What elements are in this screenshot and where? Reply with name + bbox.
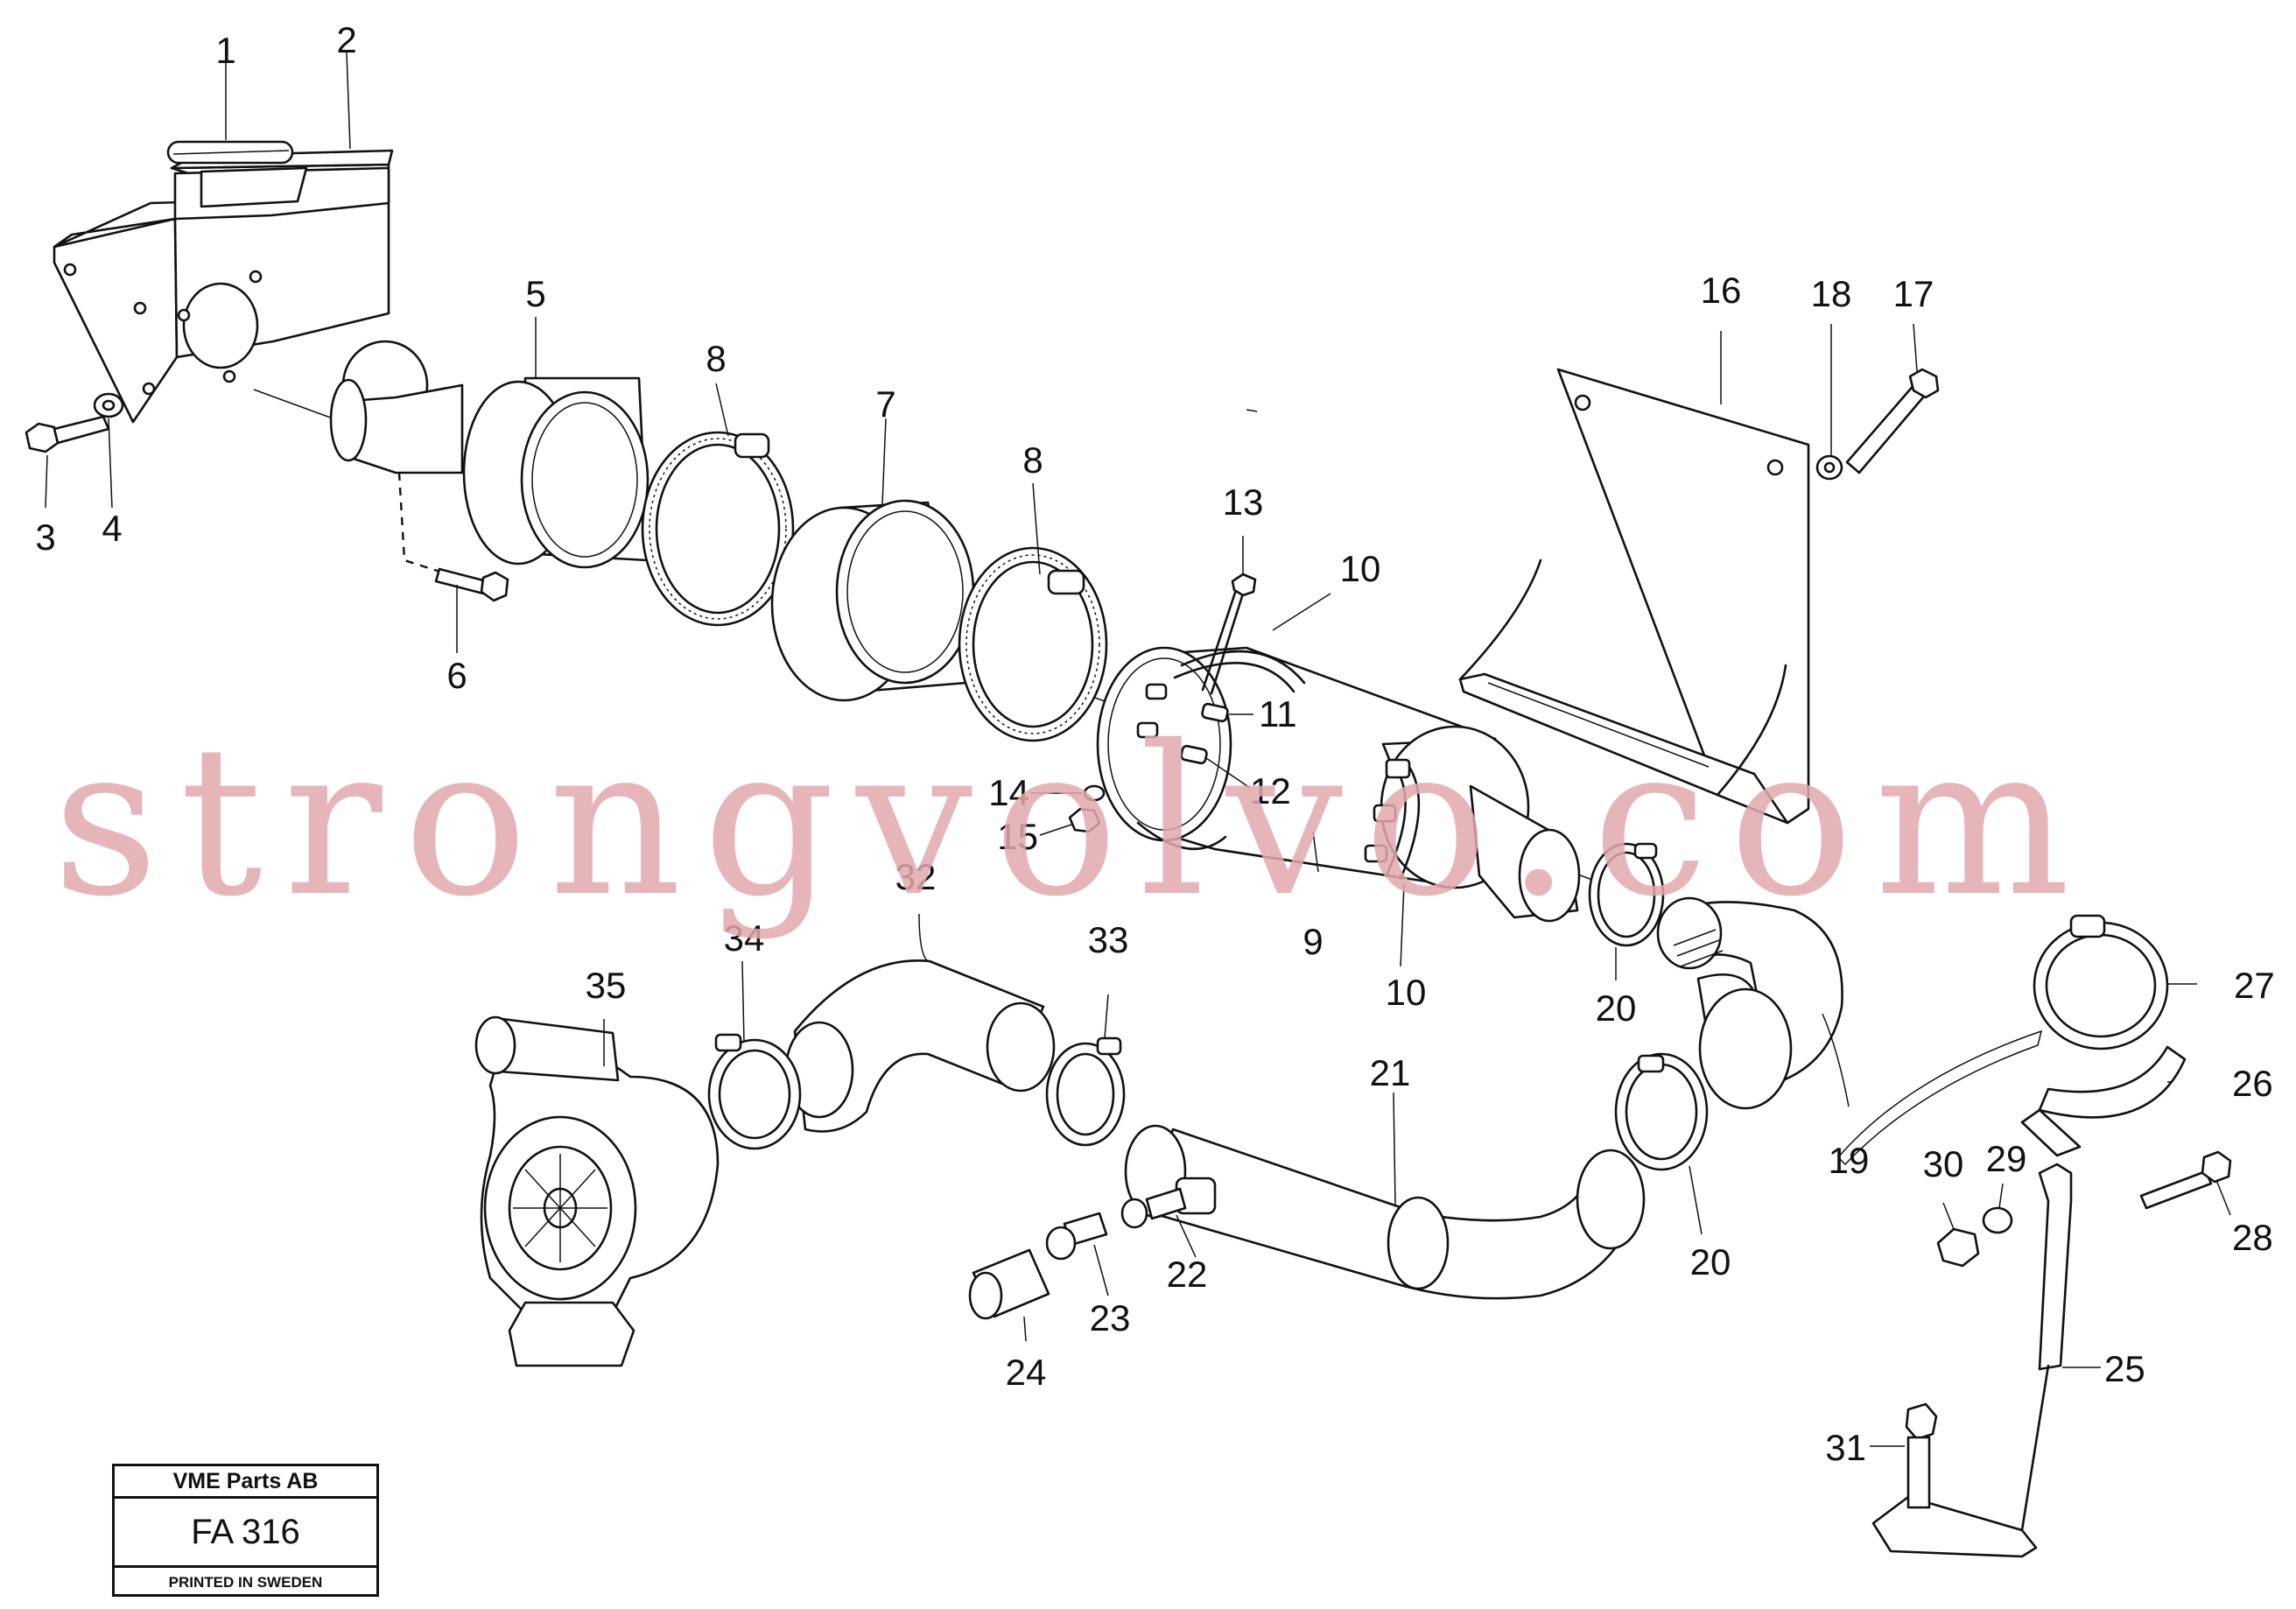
- rubber-elbow-32: [784, 959, 1056, 1133]
- bolt-31: [1905, 1402, 1938, 1509]
- callout-33: 33: [1088, 919, 1129, 960]
- hose-clamp-34: [707, 1033, 802, 1150]
- turbocharger-35: [474, 1015, 720, 1367]
- callout-28: 28: [2232, 1217, 2273, 1258]
- cap-24: [968, 1248, 1050, 1320]
- intake-pipe-5: [329, 340, 649, 569]
- strap-26: [2020, 1045, 2187, 1157]
- pin-12: [1180, 744, 1208, 765]
- callout-2: 2: [336, 19, 356, 60]
- bolt-3: [25, 415, 110, 453]
- housing-box: [53, 149, 394, 424]
- fitting-22: [1120, 1187, 1187, 1229]
- callout-26: 26: [2232, 1063, 2273, 1104]
- stamp-code: FA 316: [115, 1499, 376, 1568]
- washer-18: [1815, 454, 1843, 481]
- clamp-band-10-upper: [1136, 650, 1306, 850]
- callout-29: 29: [1986, 1138, 2027, 1179]
- washer-14: [1083, 784, 1106, 802]
- hose-clamp-8-upper: [641, 431, 795, 627]
- callout-7: 7: [875, 383, 895, 425]
- callout-23: 23: [1090, 1297, 1131, 1338]
- callout-13: 13: [1223, 481, 1264, 523]
- leader-lines: [45, 52, 2231, 1447]
- callout-32: 32: [895, 856, 937, 897]
- callout-21: 21: [1370, 1052, 1411, 1093]
- washer-29: [1982, 1206, 2013, 1234]
- callout-35: 35: [586, 965, 627, 1006]
- callout-22: 22: [1167, 1254, 1208, 1295]
- callout-14: 14: [988, 772, 1029, 813]
- callout-15: 15: [997, 816, 1038, 857]
- callout-5: 5: [525, 273, 545, 314]
- hose-clamp-20-lower: [1614, 1052, 1709, 1171]
- callout-18: 18: [1811, 273, 1852, 314]
- callout-8-upper: 8: [706, 338, 726, 379]
- callout-9: 9: [1302, 921, 1323, 962]
- hose-clamp-33: [1045, 1036, 1126, 1147]
- stamp-printed: PRINTED IN SWEDEN: [168, 1574, 323, 1591]
- stamp-company: VME Parts AB: [115, 1466, 376, 1499]
- callout-30: 30: [1923, 1143, 1964, 1184]
- edge-strip: [166, 140, 294, 165]
- callout-10-lower: 10: [1386, 972, 1427, 1013]
- callout-17: 17: [1893, 273, 1934, 314]
- hose-clamp-8-lower: [958, 546, 1108, 742]
- callout-12: 12: [1250, 770, 1291, 812]
- callout-6: 6: [446, 655, 467, 696]
- hose-clamp-20-upper: [1588, 842, 1665, 947]
- callout-20-upper: 20: [1596, 987, 1637, 1029]
- callout-27: 27: [2234, 965, 2275, 1006]
- watermark-text: strongvolvo.com: [53, 701, 2091, 942]
- clamp-band-10-lower: [1364, 758, 1421, 881]
- washer-4: [93, 392, 124, 418]
- fitting-23: [1045, 1212, 1108, 1261]
- callout-1: 1: [215, 30, 235, 71]
- bolt-6: [434, 567, 509, 602]
- callout-31: 31: [1825, 1427, 1866, 1468]
- support-bracket-25: [1871, 1163, 2073, 1558]
- hose-clamp-27: [2033, 914, 2169, 1050]
- callout-4: 4: [102, 508, 122, 549]
- elbow-hose-19: [1656, 896, 1843, 1110]
- callout-25: 25: [2104, 1348, 2145, 1389]
- mounting-bracket-16: [1458, 368, 1810, 825]
- callout-3: 3: [35, 516, 55, 558]
- pin-11: [1201, 702, 1229, 723]
- callout-8-lower: 8: [1022, 439, 1043, 481]
- callout-11: 11: [1259, 693, 1297, 734]
- callout-16: 16: [1701, 270, 1742, 311]
- callout-24: 24: [1006, 1352, 1047, 1393]
- rubber-sleeve-7: [770, 499, 975, 702]
- nut-15: [1068, 807, 1101, 833]
- bolt-28: [2139, 1150, 2232, 1210]
- callout-19: 19: [1829, 1140, 1870, 1181]
- callout-10-upper: 10: [1340, 548, 1381, 589]
- title-stamp: VME Parts AB FA 316 PRINTED IN SWEDEN: [112, 1464, 379, 1597]
- callout-34: 34: [724, 917, 765, 959]
- air-filter-9: [1096, 646, 1581, 923]
- callout-20-lower: 20: [1690, 1241, 1731, 1282]
- connecting-pipe-21: [1124, 1124, 1646, 1300]
- nut-30: [1936, 1227, 1980, 1268]
- bolt-6-guide: [397, 472, 449, 576]
- bolt-17: [1845, 368, 1940, 474]
